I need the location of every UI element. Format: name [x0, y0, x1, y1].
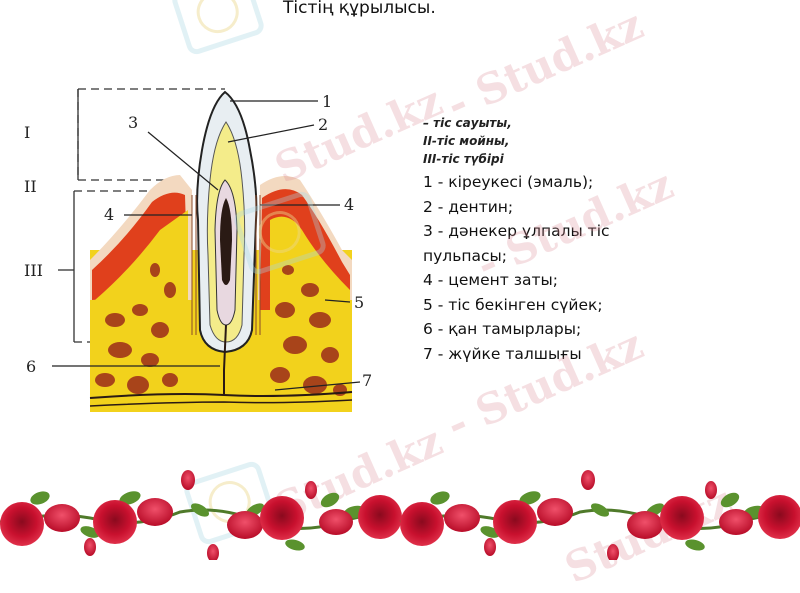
vessels-nerves: [89, 324, 353, 407]
region-label-I: I: [24, 123, 30, 142]
label-2: 2: [318, 115, 328, 134]
label-4-right: 4: [344, 195, 354, 214]
leader-lines: [52, 100, 361, 391]
legend-item: 3 - дәнекер ұлпалы тіс: [423, 222, 610, 240]
tooth-parts-legend: – тіс сауыты, II-тіс мойны, III-тіс түбі…: [423, 114, 512, 168]
legend-item: пульпасы;: [423, 246, 507, 265]
region-label-III: III: [24, 261, 43, 280]
legend-item: 7 - жүйке талшығы: [423, 344, 582, 363]
legend-item: 2 - дентин;: [423, 197, 514, 216]
tooth-structure-diagram: I II III 1 2 3 4 4 5 6 7: [24, 88, 372, 412]
label-1: 1: [322, 92, 332, 111]
legend-part: – тіс сауыты,: [423, 116, 512, 130]
label-4-left: 4: [104, 205, 114, 224]
watermark-text: - Stud.kz: [439, 0, 651, 130]
label-7: 7: [362, 371, 372, 390]
region-label-II: II: [24, 177, 37, 196]
legend-item: 5 - тіс бекінген сүйек;: [423, 295, 603, 314]
legend-item: 6 - қан тамырлары;: [423, 320, 582, 338]
rose-garland-decoration: [0, 468, 800, 560]
legend-part: II-тіс мойны,: [423, 134, 510, 148]
label-5: 5: [354, 293, 364, 312]
cement: [191, 195, 261, 335]
numbered-legend: 1 - кіреукесі (эмаль); 2 - дентин; 3 - д…: [423, 170, 610, 366]
watermark-logo: [169, 0, 267, 57]
legend-part: III-тіс түбірі: [423, 152, 504, 166]
page-title: Тістің құрылысы.: [283, 0, 436, 18]
legend-item: 1 - кіреукесі (эмаль);: [423, 173, 594, 191]
bone-cells: [95, 263, 347, 396]
label-6: 6: [26, 357, 36, 376]
legend-item: 4 - цемент заты;: [423, 271, 558, 289]
label-3: 3: [128, 113, 138, 132]
